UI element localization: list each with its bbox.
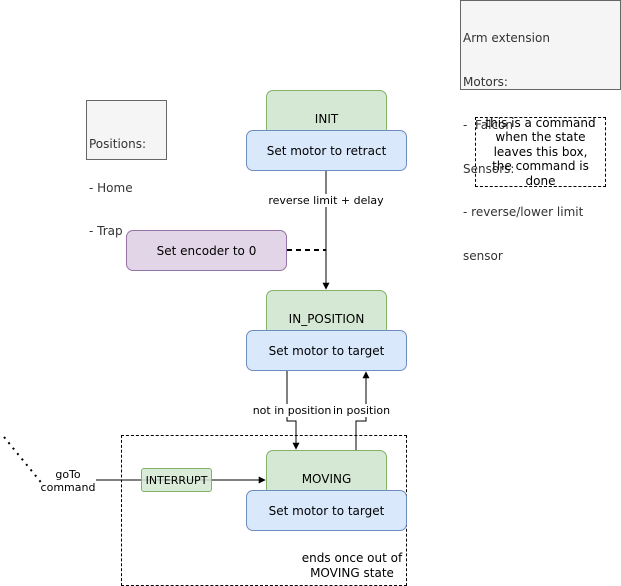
legend-command-box: this is a command when the state leaves … bbox=[475, 115, 606, 188]
action-set-motor-target-2[interactable]: Set motor to target bbox=[246, 490, 407, 531]
note-arm-line: - Falcon bbox=[463, 118, 513, 132]
action-label: Set motor to target bbox=[268, 503, 385, 518]
state-moving-label: MOVING bbox=[301, 472, 352, 486]
note-positions-line: - Trap bbox=[89, 224, 123, 238]
action-set-motor-target-1[interactable]: Set motor to target bbox=[246, 330, 407, 371]
note-positions-line: - Home bbox=[89, 180, 133, 195]
action-label: Set motor to retract bbox=[266, 143, 387, 158]
state-init-label: INIT bbox=[314, 112, 339, 126]
action-set-motor-retract[interactable]: Set motor to retract bbox=[246, 130, 407, 171]
label-not-in-position: not in position bbox=[252, 404, 332, 417]
note-arm-line: Motors: bbox=[463, 74, 508, 89]
label-goto-command: goTo command bbox=[40, 468, 96, 494]
label-in-position: in position bbox=[333, 404, 391, 417]
legend-text: this is a command when the state leaves … bbox=[485, 115, 596, 188]
note-arm-line: Arm extension bbox=[463, 31, 550, 45]
arrow-in-position bbox=[355, 371, 370, 451]
note-arm-line: - reverse/lower limit bbox=[463, 205, 584, 219]
action-label: Set motor to target bbox=[268, 343, 385, 358]
label-reverse-limit: reverse limit + delay bbox=[266, 194, 386, 207]
note-arm-extension: Arm extension Motors: - Falcon Sensors: … bbox=[460, 0, 621, 263]
note-arm-line: sensor bbox=[463, 248, 503, 263]
action-set-encoder[interactable]: Set encoder to 0 bbox=[126, 230, 287, 271]
state-interrupt[interactable]: INTERRUPT bbox=[141, 468, 212, 492]
note-positions: Positions: - Home - Trap bbox=[86, 100, 167, 238]
note-positions-line: Positions: bbox=[89, 137, 147, 151]
state-in-position-label: IN_POSITION bbox=[288, 312, 365, 326]
group-caption: ends once out of MOVING state bbox=[301, 551, 403, 580]
action-label: Set encoder to 0 bbox=[156, 243, 257, 258]
state-interrupt-label: INTERRUPT bbox=[145, 473, 208, 487]
